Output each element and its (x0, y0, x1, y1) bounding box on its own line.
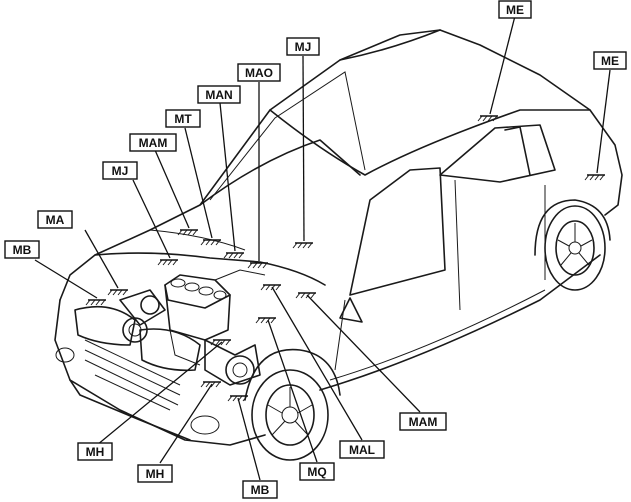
label-mq: MQ (299, 462, 335, 481)
ground-symbol (255, 317, 276, 324)
label-mam-upper-text: MAM (139, 136, 168, 150)
label-mt-text: MT (174, 112, 192, 126)
label-mh-lower: MH (137, 464, 173, 483)
label-mb-bottom: MB (242, 480, 278, 499)
label-mao-text: MAO (245, 66, 273, 80)
label-me-rear: ME (498, 0, 532, 19)
label-mh-upper: MH (77, 442, 113, 461)
label-mam-upper: MAM (129, 133, 177, 152)
label-me-side: ME (593, 51, 627, 70)
label-mal: MAL (339, 440, 385, 459)
label-mq-text: MQ (307, 465, 326, 479)
leader-lines (34, 15, 611, 481)
label-mh-lower-text: MH (146, 467, 165, 481)
ground-symbol (210, 339, 231, 346)
ground-symbol (157, 259, 178, 266)
label-mao: MAO (237, 63, 281, 82)
label-mj-roof-text: MJ (295, 40, 312, 54)
label-me-rear-text: ME (506, 3, 524, 17)
car-drawing (54, 29, 623, 461)
label-man-text: MAN (205, 88, 232, 102)
ground-symbol (200, 381, 221, 388)
label-ma-text: MA (46, 213, 65, 227)
ground-symbol (477, 115, 498, 122)
ground-symbol (107, 289, 128, 296)
ground-symbol (223, 252, 244, 259)
ground-symbol (295, 292, 316, 299)
ground-symbol (584, 174, 605, 181)
label-ma: MA (37, 210, 73, 229)
label-mj-left-text: MJ (112, 164, 129, 178)
label-me-side-text: ME (601, 54, 619, 68)
label-mj-roof: MJ (286, 37, 320, 56)
label-mt: MT (165, 109, 201, 128)
label-mj-left: MJ (102, 161, 138, 180)
label-mam-lower-text: MAM (409, 415, 438, 429)
label-mb-left: MB (4, 240, 40, 259)
ground-symbol (260, 284, 281, 291)
ground-symbol (200, 239, 221, 246)
label-mb-left-text: MB (13, 243, 32, 257)
label-mam-lower: MAM (399, 412, 447, 431)
label-mb-bottom-text: MB (251, 483, 270, 497)
ground-symbol (85, 299, 106, 306)
engine-block (119, 269, 266, 386)
ground-symbol (177, 229, 198, 236)
label-mal-text: MAL (349, 443, 375, 457)
label-man: MAN (197, 85, 241, 104)
ground-symbol (292, 242, 313, 249)
ground-symbols (85, 115, 605, 402)
ground-symbol (247, 262, 268, 269)
label-mh-upper-text: MH (86, 445, 105, 459)
